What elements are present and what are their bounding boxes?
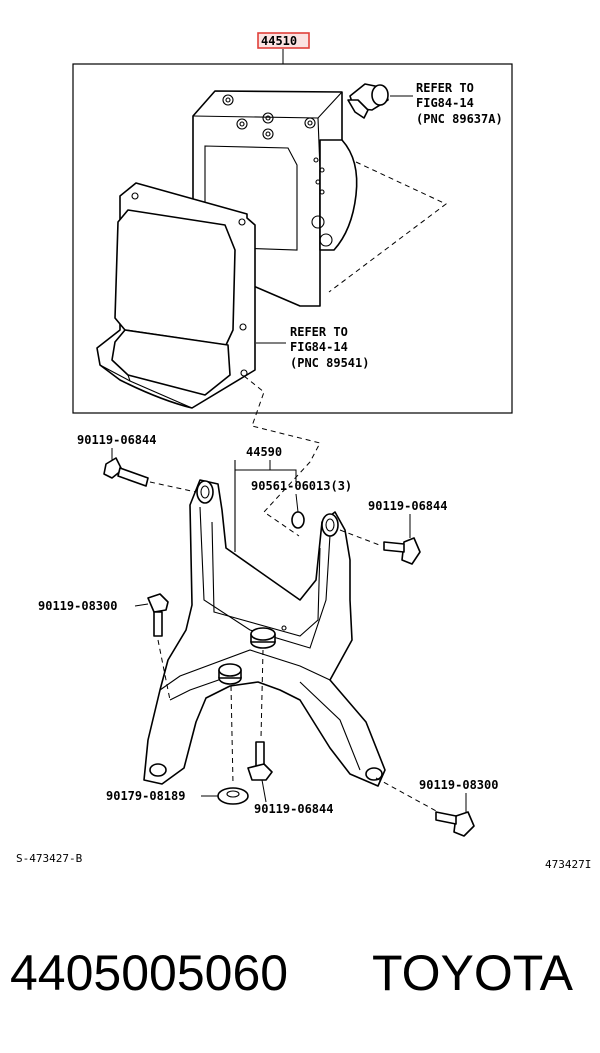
- footer-part-number: 4405005060: [10, 945, 288, 1001]
- refer-top-line1: REFER TO: [416, 81, 474, 95]
- label-washer-bottom[interactable]: 90179-08189: [106, 789, 185, 803]
- assembly-part-label[interactable]: 44510: [261, 34, 297, 48]
- label-bolt-left-mid[interactable]: 90119-08300: [38, 599, 117, 613]
- label-bolt-left-top[interactable]: 90119-06844: [77, 433, 156, 447]
- footer-brand: TOYOTA: [372, 945, 574, 1001]
- label-bolt-bottom[interactable]: 90119-06844: [254, 802, 333, 816]
- label-grommet[interactable]: 90561-06013(3): [251, 479, 352, 493]
- assembly-part-highlight: [257, 32, 310, 49]
- bolt-bottom: [247, 741, 273, 781]
- refer-top-line2[interactable]: FIG84-14: [416, 96, 474, 110]
- pressure-sensor: [347, 83, 389, 119]
- bolt-left-mid: [147, 593, 169, 637]
- bracket-part-label[interactable]: 44590: [246, 445, 282, 459]
- ref-code-right: 473427I: [545, 858, 591, 871]
- grommet-center: [250, 627, 276, 649]
- label-bolt-right-top[interactable]: 90119-06844: [368, 499, 447, 513]
- ref-code-left: S-473427-B: [16, 852, 83, 865]
- grommet-top: [291, 511, 305, 529]
- ecu-module: [96, 182, 256, 409]
- label-bolt-right-bottom[interactable]: 90119-08300: [419, 778, 498, 792]
- grommet-bottom: [218, 663, 242, 685]
- bolt-left-top: [103, 457, 149, 487]
- refer-mid-line1: REFER TO: [290, 325, 348, 339]
- refer-mid-line2[interactable]: FIG84-14: [290, 340, 348, 354]
- bolt-right-top: [383, 537, 421, 565]
- washer-bottom: [217, 787, 249, 805]
- bolt-right-bottom: [435, 811, 475, 837]
- refer-mid-line3: (PNC 89541): [290, 356, 369, 370]
- refer-top-line3: (PNC 89637A): [416, 112, 503, 126]
- assembly-frame: [72, 63, 513, 414]
- mounting-bracket: [143, 460, 386, 787]
